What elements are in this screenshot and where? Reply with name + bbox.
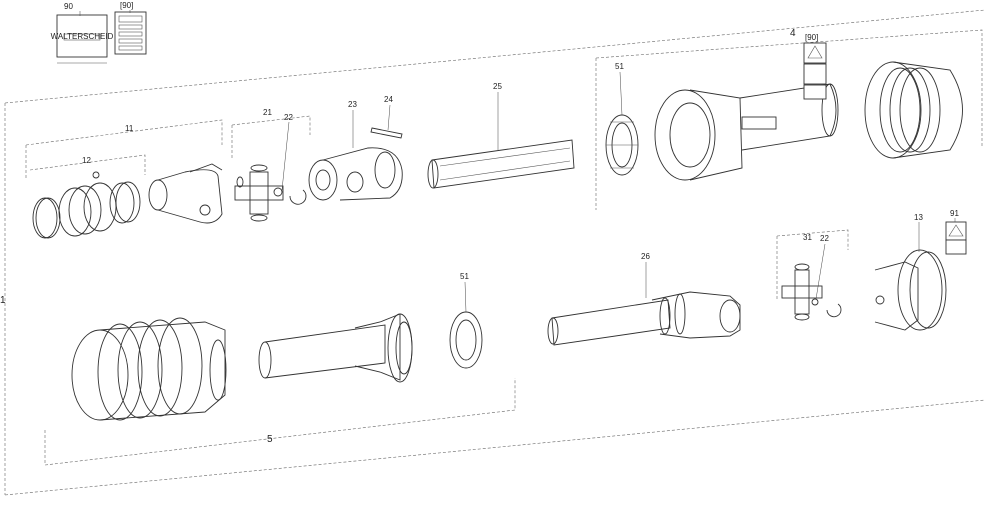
warning-sticker-sheet	[114, 11, 147, 55]
callout-labels: 90 [90] 4 [90] 11 12 21 22 23 24 25 51 1…	[0, 1, 959, 445]
safety-ring-group-12	[32, 171, 141, 239]
callout-31: 31	[803, 233, 812, 242]
callout-51b: 51	[460, 272, 469, 281]
callout-23: 23	[348, 100, 357, 109]
circlip-22b	[826, 303, 842, 318]
assembly-1-frame	[4, 9, 986, 496]
cross-journal-21	[234, 164, 284, 222]
bearing-ring-51a	[605, 114, 639, 176]
callout-22a: 22	[284, 113, 293, 122]
guard-tube-lower	[258, 324, 386, 379]
callout-51a: 51	[615, 62, 624, 71]
callout-4: 4	[790, 28, 796, 39]
manual-booklet: WALTERSCHEID	[51, 14, 114, 64]
warning-label-91	[945, 221, 967, 255]
warning-label-stack	[803, 42, 827, 100]
yoke-inner-tube	[148, 163, 223, 224]
callout-12: 12	[82, 156, 91, 165]
pin-24	[370, 127, 403, 139]
bracket-31	[776, 229, 849, 300]
callout-90b: [90]	[120, 1, 133, 10]
cross-journal-31	[781, 263, 823, 321]
assembly-5-frame	[44, 378, 516, 466]
bracket-21	[231, 115, 311, 160]
bearing-ring-51b	[449, 311, 483, 369]
inner-profile-tube-26	[547, 291, 741, 346]
callout-90a: 90	[64, 2, 73, 11]
guard-cone-inner	[654, 89, 777, 181]
outer-guard-cone-5	[71, 317, 227, 421]
callout-13: 13	[914, 213, 923, 222]
yoke-13	[874, 249, 947, 331]
outer-guard-cone	[864, 61, 963, 159]
bracket-12	[29, 154, 146, 175]
circlip-22a	[289, 189, 307, 205]
assembly-4-frame	[595, 29, 983, 210]
callout-21: 21	[263, 108, 272, 117]
guard-tube-4	[739, 83, 839, 151]
leader-lines	[79, 10, 956, 313]
callout-11: 11	[125, 124, 134, 133]
product-label: WALTERSCHEID	[51, 32, 114, 41]
callout-91: 91	[950, 209, 959, 218]
callout-1: 1	[0, 295, 6, 306]
callout-26: 26	[641, 252, 650, 261]
guard-cone-lower	[354, 313, 413, 383]
callout-22b: 22	[820, 234, 829, 243]
callout-24: 24	[384, 95, 393, 104]
yoke-23	[308, 147, 403, 201]
bracket-11	[25, 119, 223, 180]
callout-25: 25	[493, 82, 502, 91]
callout-5: 5	[267, 434, 273, 445]
callout-90c: [90]	[805, 33, 818, 42]
profile-tube-25	[427, 139, 575, 189]
